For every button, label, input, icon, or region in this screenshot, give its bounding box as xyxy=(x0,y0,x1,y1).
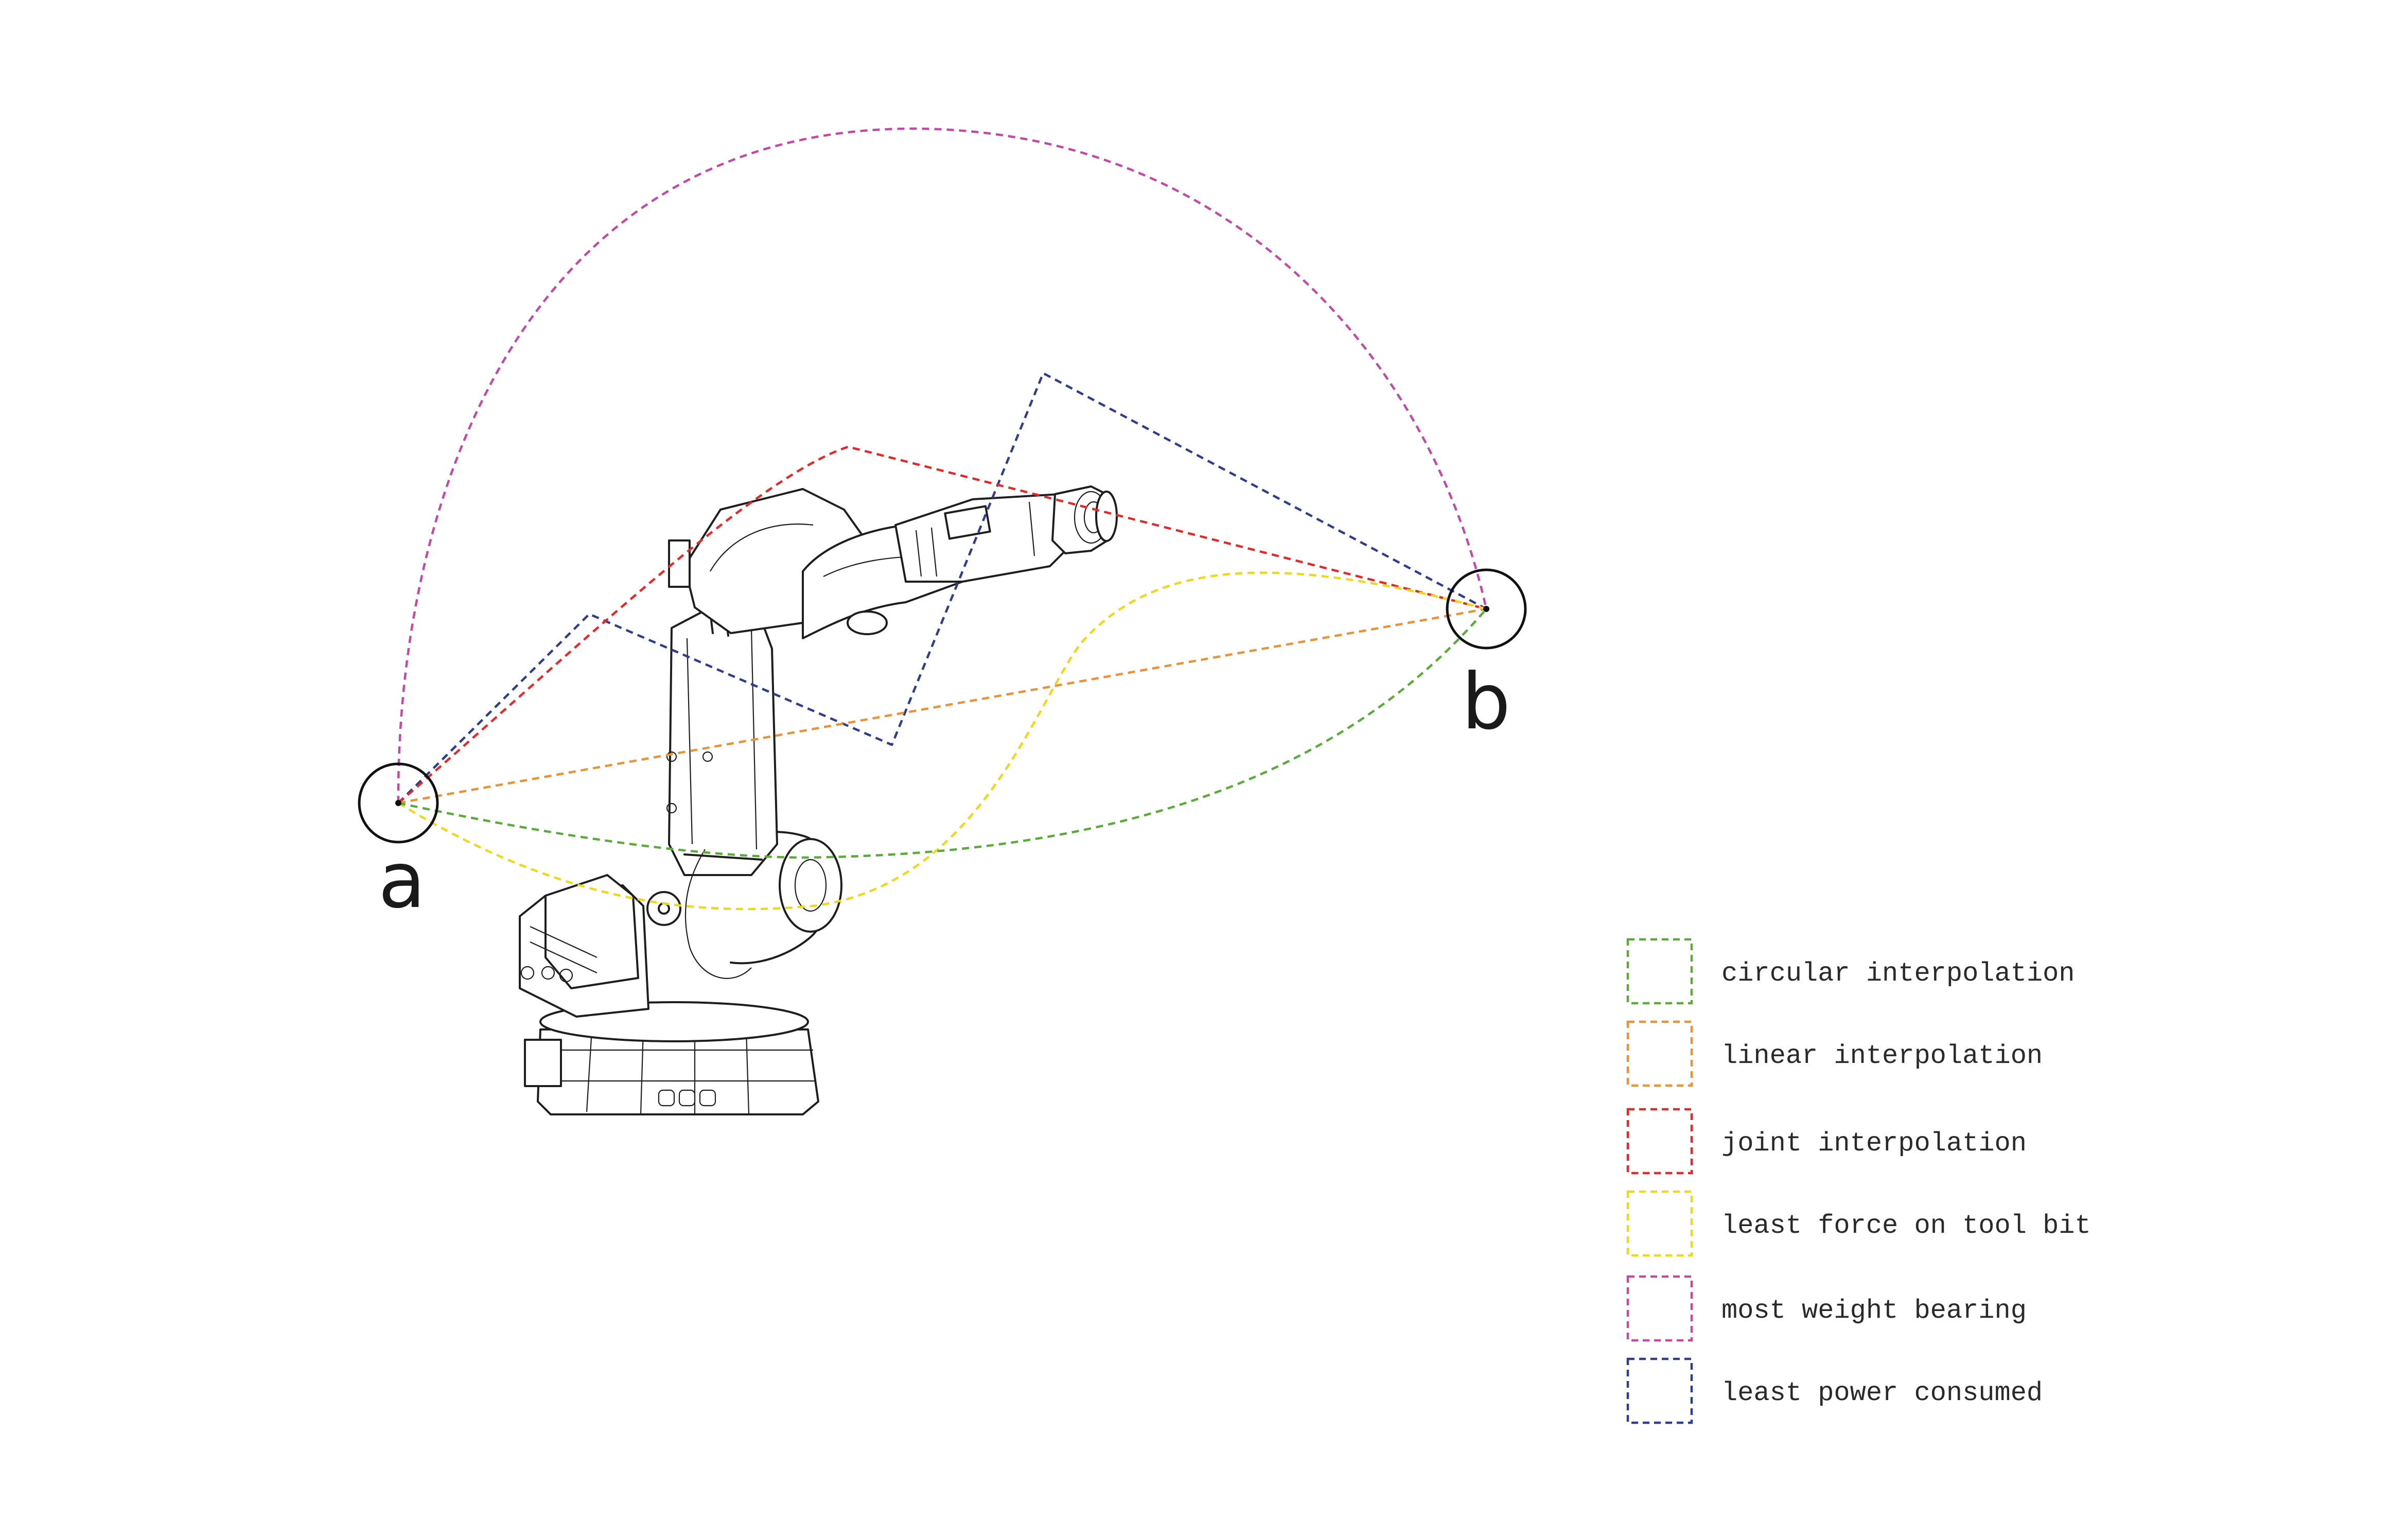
legend-label: least power consumed xyxy=(1721,1378,2043,1408)
path-joint-interpolation xyxy=(397,445,1487,804)
path-linear-interpolation xyxy=(398,607,1487,805)
legend-item: joint interpolation xyxy=(1626,1108,2027,1175)
path-circular-interpolation xyxy=(398,608,1487,859)
legend-label: linear interpolation xyxy=(1721,1041,2043,1071)
legend-swatch xyxy=(1626,1275,1693,1342)
legend-label: most weight bearing xyxy=(1721,1296,2027,1326)
legend-swatch xyxy=(1626,1190,1693,1257)
path-least-force-on-tool-bit xyxy=(397,571,1487,911)
legend-item: least power consumed xyxy=(1626,1357,2043,1424)
point-a-marker xyxy=(358,762,439,844)
legend-swatch xyxy=(1626,1020,1693,1087)
legend-label: circular interpolation xyxy=(1721,958,2075,989)
robot-counterweight xyxy=(779,838,842,933)
point-a: a xyxy=(358,762,439,925)
point-a-label: a xyxy=(378,836,426,925)
legend-swatch xyxy=(1626,1108,1693,1175)
robot-lower-arm xyxy=(668,601,778,876)
legend-item: linear interpolation xyxy=(1626,1020,2043,1087)
legend-swatch xyxy=(1626,1357,1693,1424)
path-most-weight-bearing xyxy=(397,127,1488,804)
legend-item: circular interpolation xyxy=(1626,938,2075,1005)
legend-item: most weight bearing xyxy=(1626,1275,2027,1342)
legend: circular interpolation linear interpolati… xyxy=(1626,938,2091,1424)
legend-label: joint interpolation xyxy=(1721,1128,2027,1159)
motion-paths xyxy=(397,127,1488,911)
point-b-marker xyxy=(1446,568,1527,650)
industrial-robot-arm-drawing xyxy=(519,485,1118,1115)
robot-hip-joint xyxy=(646,891,681,926)
legend-label: least force on tool bit xyxy=(1721,1211,2091,1241)
legend-swatch xyxy=(1626,938,1693,1005)
point-b: b xyxy=(1446,568,1527,747)
legend-item: least force on tool bit xyxy=(1626,1190,2091,1257)
point-b-label: b xyxy=(1462,657,1510,747)
path-least-power-consumed xyxy=(397,372,1487,804)
